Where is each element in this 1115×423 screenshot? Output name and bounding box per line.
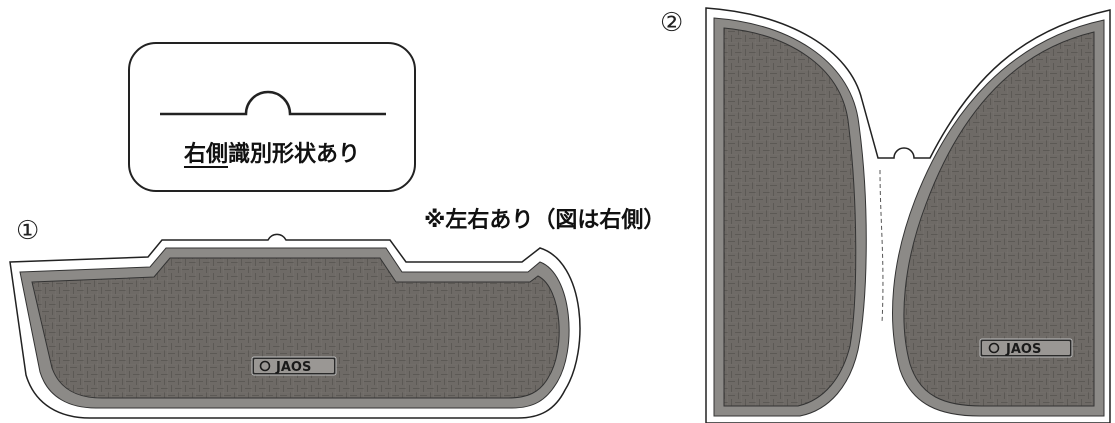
callout-label: 右側識別形状あり bbox=[130, 136, 414, 168]
part-number-1: ① bbox=[16, 216, 40, 246]
notch-shape-illustration bbox=[160, 90, 386, 116]
jaos-logo-icon bbox=[988, 342, 1000, 354]
callout-label-rest: 識別形状あり bbox=[228, 142, 361, 167]
mat-1-logo-badge: JAOS bbox=[251, 356, 337, 376]
mat-2-right-surface bbox=[903, 31, 1095, 407]
mat-1-surface bbox=[31, 257, 560, 399]
mat-2-left-surface bbox=[723, 27, 857, 407]
jaos-logo-icon bbox=[259, 360, 271, 372]
left-right-note: ※左右あり（図は右側） bbox=[424, 208, 666, 233]
mat-2: JAOS bbox=[705, 7, 1111, 423]
mat-1: JAOS bbox=[9, 233, 581, 419]
mat-2-logo-text: JAOS bbox=[1005, 342, 1041, 357]
mat-1-logo-text: JAOS bbox=[275, 360, 311, 375]
mat-2-logo-badge: JAOS bbox=[979, 338, 1073, 358]
callout-label-underlined: 右側 bbox=[183, 142, 228, 167]
identification-callout: 右側識別形状あり bbox=[128, 42, 416, 192]
part-number-2: ② bbox=[660, 8, 684, 38]
